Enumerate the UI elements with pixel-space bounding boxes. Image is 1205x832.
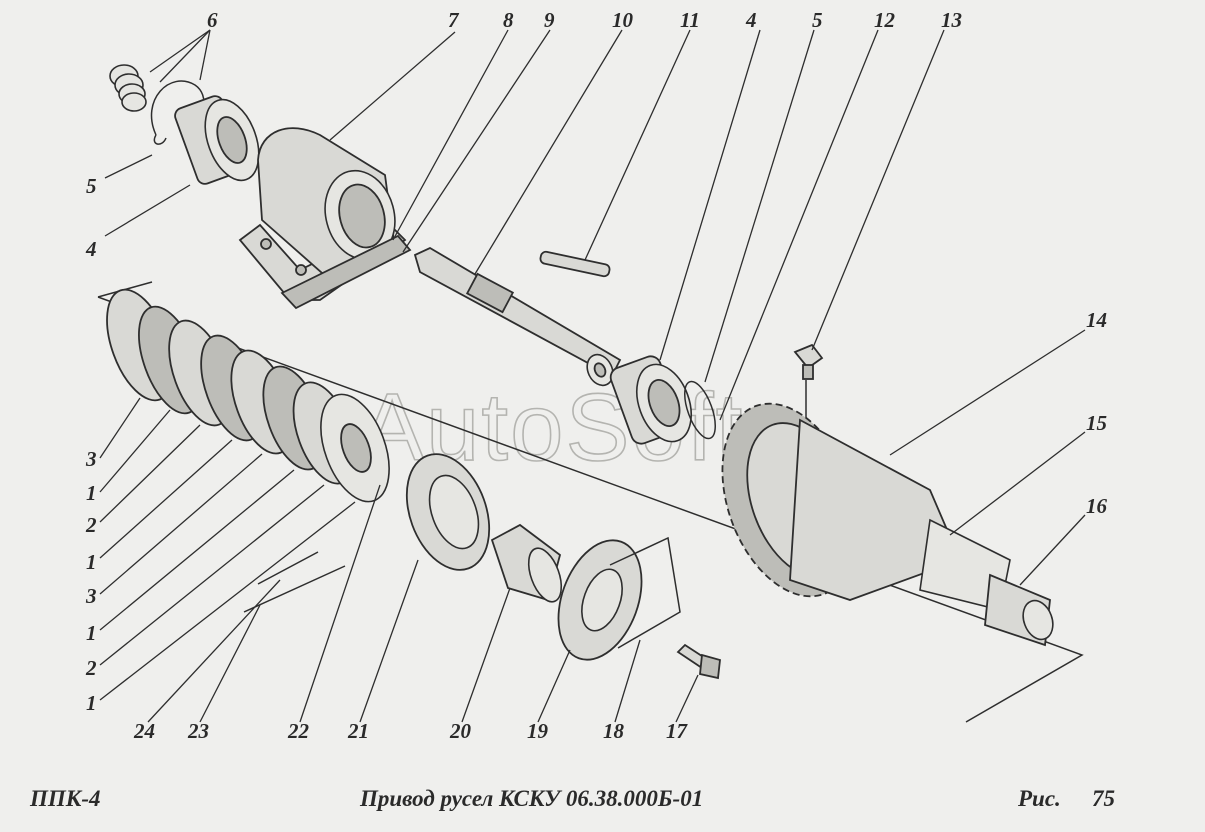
callout-3a: 3 bbox=[85, 447, 97, 471]
figure-title: Привод русел КСКУ 06.38.000Б-01 bbox=[360, 786, 704, 811]
callout-17: 17 bbox=[666, 719, 689, 743]
callout-5a: 5 bbox=[86, 174, 97, 198]
part-gasket bbox=[280, 234, 412, 310]
part-sprocket-hub bbox=[721, 402, 1054, 647]
callout-5b: 5 bbox=[812, 8, 823, 32]
callout-7: 7 bbox=[448, 8, 460, 32]
callout-15: 15 bbox=[1086, 411, 1107, 435]
callout-21: 21 bbox=[347, 719, 369, 743]
callout-20: 20 bbox=[449, 719, 472, 743]
callout-1b: 1 bbox=[86, 550, 97, 574]
callout-24: 24 bbox=[133, 719, 155, 743]
callout-1d: 1 bbox=[86, 691, 97, 715]
assembly-frame bbox=[97, 296, 1084, 723]
callout-10: 10 bbox=[612, 8, 634, 32]
callout-1c: 1 bbox=[86, 621, 97, 645]
part-bearing bbox=[174, 95, 260, 185]
callout-16: 16 bbox=[1086, 494, 1108, 518]
part-disc-stack bbox=[106, 288, 390, 503]
callout-12: 12 bbox=[874, 8, 896, 32]
callout-18: 18 bbox=[603, 719, 625, 743]
part-springs bbox=[109, 64, 147, 112]
callout-2a: 2 bbox=[85, 513, 97, 537]
callout-14: 14 bbox=[1086, 308, 1107, 332]
callout-19: 19 bbox=[527, 719, 549, 743]
figure-label: Рис. bbox=[1018, 786, 1061, 811]
callout-4a: 4 bbox=[85, 237, 97, 261]
callout-1a: 1 bbox=[86, 481, 97, 505]
callout-6: 6 bbox=[207, 8, 218, 32]
callout-labels: 1 1 1 1 1 2 2 3 3 4 4 5 5 6 7 8 9 10 11 … bbox=[85, 8, 1108, 743]
callout-3b: 3 bbox=[85, 584, 97, 608]
part-bearing-2 bbox=[609, 355, 716, 445]
part-pin-long bbox=[243, 565, 346, 613]
part-splined-sleeve bbox=[490, 523, 563, 603]
callout-22: 22 bbox=[287, 719, 310, 743]
callout-9: 9 bbox=[544, 8, 555, 32]
callout-11: 11 bbox=[680, 8, 700, 32]
part-bearing-housing bbox=[238, 127, 407, 301]
callout-8: 8 bbox=[503, 8, 514, 32]
callout-4b: 4 bbox=[745, 8, 757, 32]
part-lock-washer bbox=[557, 539, 643, 661]
figure-number: 75 bbox=[1092, 786, 1115, 811]
part-nut bbox=[405, 453, 491, 571]
leader-lines bbox=[99, 29, 1086, 723]
part-key bbox=[539, 250, 611, 278]
callout-23: 23 bbox=[187, 719, 209, 743]
part-bolt bbox=[676, 643, 721, 680]
callout-13: 13 bbox=[941, 8, 962, 32]
part-pin-short bbox=[257, 551, 319, 585]
callout-2b: 2 bbox=[85, 656, 97, 680]
part-wire-lock bbox=[609, 536, 681, 649]
document-code: ППК-4 bbox=[30, 786, 101, 811]
